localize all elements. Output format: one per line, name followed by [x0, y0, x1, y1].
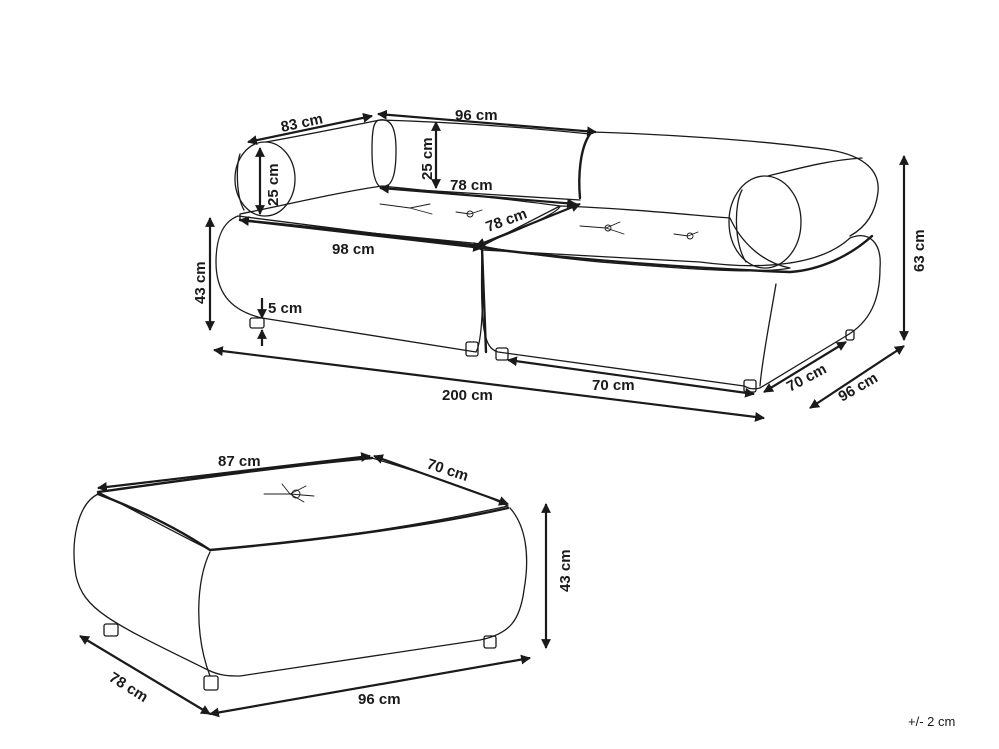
label-module-width: 70 cm	[592, 377, 635, 394]
label-seat-height: 43 cm	[192, 261, 209, 304]
label-seat-width: 98 cm	[332, 241, 375, 258]
sofa-drawing	[215, 119, 881, 393]
label-total-width: 200 cm	[442, 387, 493, 404]
label-armrest-height: 25 cm	[265, 163, 282, 206]
ottoman-labels: 87 cm 70 cm 43 cm 78 cm 96 cm	[106, 453, 574, 708]
ottoman-dimension-lines	[79, 452, 551, 718]
sofa-dimension-lines	[205, 109, 909, 422]
label-back-width: 96 cm	[455, 107, 498, 124]
tolerance-note: +/- 2 cm	[908, 714, 955, 729]
label-ottoman-height: 43 cm	[557, 549, 574, 592]
label-ottoman-top-depth: 70 cm	[425, 456, 471, 485]
label-total-depth: 96 cm	[836, 369, 881, 405]
label-inner-depth: 78 cm	[450, 177, 493, 194]
label-total-height: 63 cm	[911, 229, 928, 272]
label-ottoman-top-width: 87 cm	[218, 453, 261, 470]
label-leg-height: 5 cm	[268, 300, 302, 317]
label-ottoman-width: 96 cm	[358, 691, 401, 708]
label-inner-depth-2: 78 cm	[484, 205, 530, 236]
ottoman-drawing	[73, 456, 528, 691]
label-back-height: 25 cm	[419, 137, 436, 180]
